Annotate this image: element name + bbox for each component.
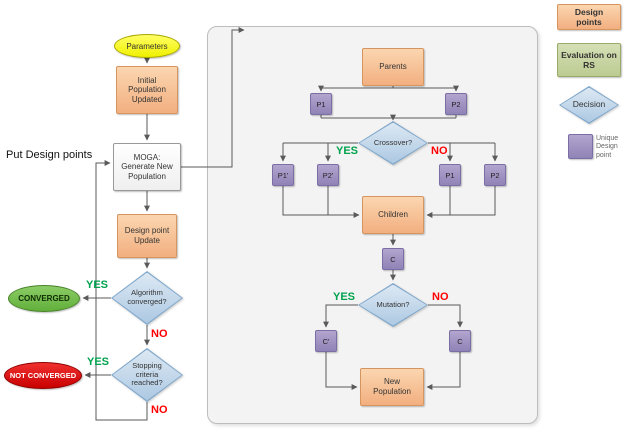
p1-uncrossed-node: P1 xyxy=(439,164,461,186)
p1-crossed-node: P1' xyxy=(272,164,294,186)
legend-unique-design-point-label: Unique Design point xyxy=(596,135,619,159)
yes-label-mutation: YES xyxy=(333,291,356,303)
stopping-criteria-label: Stopping criteria reached? xyxy=(131,361,163,388)
p2-uncrossed-node: P2 xyxy=(484,164,506,186)
no-label-mutation: NO xyxy=(432,291,449,303)
mutation-label: Mutation? xyxy=(376,299,410,309)
no-label-converged: NO xyxy=(151,328,168,340)
parameters-terminal: Parameters xyxy=(114,34,180,58)
new-population-node: New Population xyxy=(360,368,424,406)
yes-label-crossover: YES xyxy=(336,145,359,157)
legend-unique-design-point-swatch xyxy=(568,134,593,159)
yes-label-stopping: YES xyxy=(87,356,110,368)
crossover-decision: Crossover? xyxy=(358,121,428,165)
c-unmutated-node: C xyxy=(449,330,471,352)
algorithm-converged-decision: Algorithm converged? xyxy=(111,271,183,325)
child-node: C xyxy=(382,248,404,270)
converged-terminal: CONVERGED xyxy=(8,285,80,312)
no-label-stopping: NO xyxy=(151,404,168,416)
yes-label-converged: YES xyxy=(86,279,109,291)
legend-decision: Decision xyxy=(559,86,619,124)
design-point-update-node: Design point Update xyxy=(117,214,177,258)
stopping-criteria-decision: Stopping criteria reached? xyxy=(111,348,183,402)
legend-evaluation-on-rs: Evaluation on RS xyxy=(557,43,621,77)
crossover-label: Crossover? xyxy=(373,137,413,147)
put-design-points-label: Put Design points xyxy=(6,149,93,161)
legend-design-points: Design points xyxy=(557,4,621,30)
algorithm-converged-label: Algorithm converged? xyxy=(127,288,167,306)
no-label-crossover: NO xyxy=(431,145,448,157)
mutation-decision: Mutation? xyxy=(358,283,428,327)
children-node: Children xyxy=(362,196,424,234)
p1-node: P1 xyxy=(310,93,332,115)
legend-decision-label: Decision xyxy=(572,99,606,110)
initial-population-node: Initial Population Updated xyxy=(116,66,178,114)
not-converged-terminal: NOT CONVERGED xyxy=(4,362,82,389)
p2-node: P2 xyxy=(445,93,467,115)
c-mutated-node: C' xyxy=(315,330,337,352)
moga-node: MOGA: Generate New Population xyxy=(113,143,181,191)
p2-crossed-node: P2' xyxy=(317,164,339,186)
parents-node: Parents xyxy=(362,48,424,86)
